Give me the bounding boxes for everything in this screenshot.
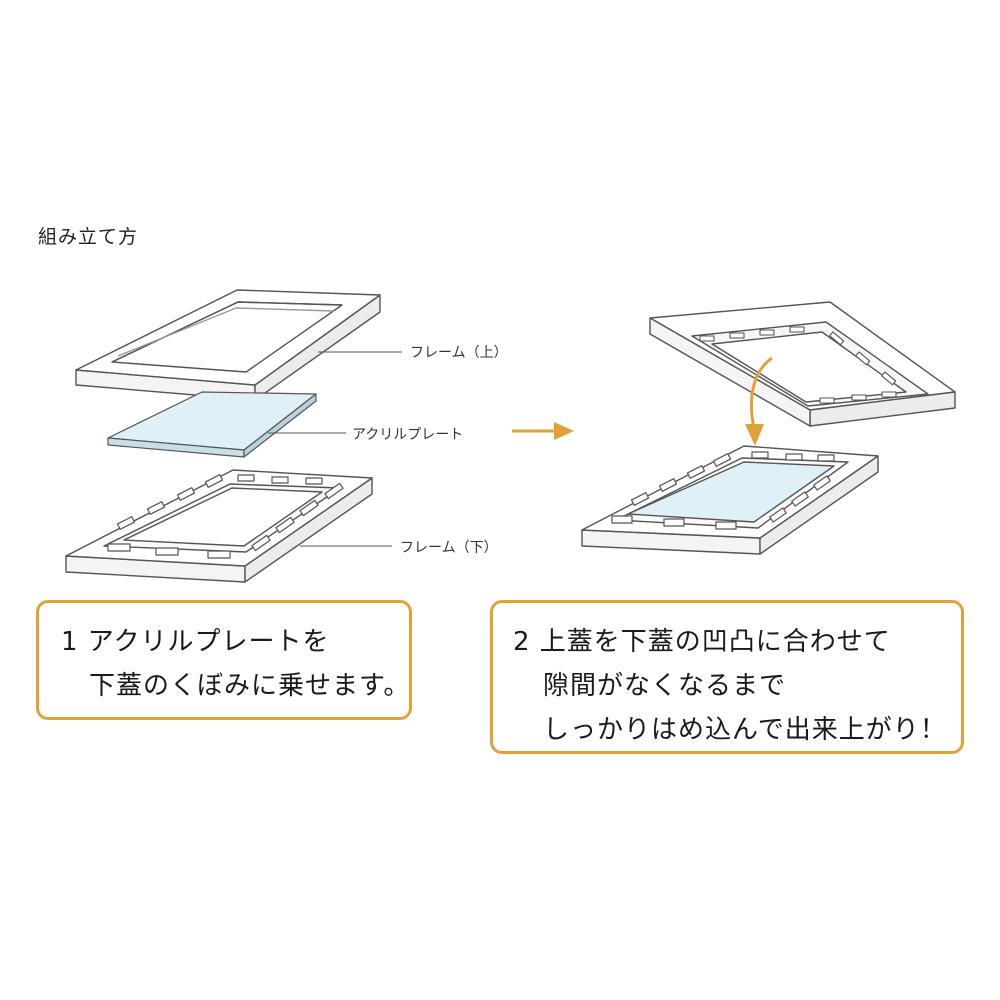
label-acrylic-plate: アクリルプレート (352, 427, 464, 443)
step-1-line-1: 1 アクリルプレートを (61, 627, 330, 657)
assembled-base-illustration (581, 445, 879, 555)
acrylic-plate-illustration (107, 391, 317, 458)
label-frame-bottom: フレーム（下） (400, 540, 498, 556)
step-2-box: 2 上蓋を下蓋の凹凸に合わせて 隙間がなくなるまで しっかりはめ込んで出来上がり… (490, 600, 964, 754)
step-2-line-2: 隙間がなくなるまで (543, 671, 787, 701)
step-1-line-2: 下蓋のくぼみに乗せます。 (89, 671, 411, 701)
page-title: 組み立て方 (38, 226, 139, 248)
step-2-line-3: しっかりはめ込んで出来上がり！ (543, 715, 947, 745)
bottom-frame-illustration (65, 469, 373, 583)
down-arrow-icon (745, 356, 773, 446)
label-frame-top: フレーム（上） (410, 345, 508, 361)
step-1-box: 1 アクリルプレートを 下蓋のくぼみに乗せます。 (36, 600, 412, 720)
top-frame-illustration (75, 289, 381, 401)
step-2-line-1: 2 上蓋を下蓋の凹凸に合わせて (513, 627, 891, 657)
right-arrow-icon (512, 422, 574, 440)
upper-lid-illustration (649, 301, 956, 427)
